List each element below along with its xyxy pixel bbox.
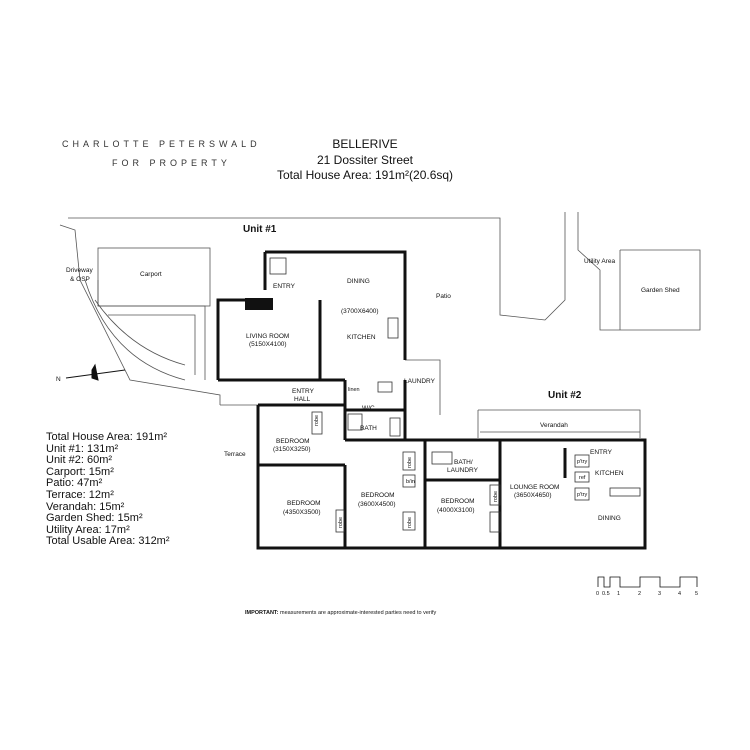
robe-label-2: robe — [338, 517, 344, 528]
area-utility: Utility Area: 17m² — [46, 523, 130, 536]
linen-label: linen — [348, 387, 360, 393]
pantry-label-1: p'try — [577, 459, 587, 465]
bedroom3-dimensions: (3600X4500) — [358, 501, 396, 508]
bath-laundry-label-1: BATH/ — [454, 459, 473, 466]
entry-label: ENTRY — [273, 283, 296, 290]
bin-label: b/in — [406, 479, 415, 485]
patio-label: Patio — [436, 293, 451, 300]
bedroom3-label: BEDROOM — [361, 492, 395, 499]
robe-label-5: robe — [493, 491, 499, 502]
disclaimer-label: IMPORTANT: — [245, 610, 279, 616]
bath-label: BATH — [360, 425, 377, 432]
fireplace — [245, 298, 273, 310]
robe-label-1: robe — [314, 415, 320, 426]
terrace-label: Terrace — [224, 451, 246, 458]
kitchen-label: KITCHEN — [347, 334, 376, 341]
dining-dimensions: (3700X6400) — [341, 308, 379, 315]
dining2-label: DINING — [598, 515, 621, 522]
bath-laundry-label-2: LAUNDRY — [447, 467, 479, 474]
driveway-label-2: & OSP — [70, 276, 90, 283]
lounge-room-dimensions: (3650X4650) — [514, 492, 552, 499]
plan-address: 21 Dossiter Street — [316, 153, 414, 167]
bedroom2-dimensions: (4350X3500) — [283, 509, 321, 516]
scale-0-5: 0.5 — [602, 591, 610, 597]
scale-bar — [597, 576, 698, 588]
area-garden-shed: Garden Shed: 15m² — [46, 512, 143, 525]
verandah-label: Verandah — [540, 422, 568, 429]
scale-1: 1 — [617, 591, 620, 597]
kitchen2-label: KITCHEN — [595, 470, 624, 477]
unit1-walls — [216, 250, 425, 550]
north-arrow — [65, 363, 126, 381]
carport-label: Carport — [140, 271, 162, 278]
entry-hall-label-2: HALL — [294, 396, 311, 403]
driveway-label-1: Driveway — [66, 267, 93, 274]
robe-label-4: robe — [407, 517, 413, 528]
living-room-dimensions: (5150X4100) — [249, 341, 287, 348]
laundry-label: LAUNDRY — [404, 378, 436, 385]
area-carport: Carport: 15m² — [46, 465, 114, 478]
plan-suburb: BELLERIVE — [332, 137, 398, 151]
area-summary: Total House Area: 191m² Unit #1: 131m² U… — [46, 431, 170, 548]
unit2-walls — [423, 438, 647, 550]
plan-total-area: Total House Area: 191m²(20.6sq) — [276, 168, 454, 182]
living-room-label: LIVING ROOM — [246, 333, 289, 340]
north-label: N — [56, 376, 61, 383]
scale-2: 2 — [638, 591, 641, 597]
area-patio: Patio: 47m² — [46, 477, 103, 490]
unit2-label: Unit #2 — [548, 390, 582, 401]
bedroom1-dimensions: (3150X3250) — [273, 446, 311, 453]
scale-4: 4 — [678, 591, 681, 597]
bedroom4-label: BEDROOM — [441, 498, 475, 505]
robe-label-3: robe — [407, 457, 413, 468]
garden-shed-label: Garden Shed — [641, 287, 680, 294]
wc-label: W/C — [362, 405, 375, 412]
disclaimer-note: IMPORTANT: measurements are approximate-… — [245, 610, 436, 616]
area-unit1: Unit #1: 131m² — [46, 442, 119, 455]
bedroom2-label: BEDROOM — [287, 500, 321, 507]
ref-label: ref — [579, 475, 586, 481]
disclaimer-text: measurements are approximate-interested … — [278, 610, 437, 616]
pantry-label-2: p'try — [577, 492, 587, 498]
area-unit2: Unit #2: 60m² — [46, 454, 113, 467]
area-total-usable: Total Usable Area: 312m² — [46, 535, 170, 548]
utility-area-label: Utility Area — [584, 258, 615, 265]
entry-hall-label-1: ENTRY — [292, 388, 315, 395]
area-terrace: Terrace: 12m² — [46, 488, 114, 501]
bedroom4-dimensions: (4000X3100) — [437, 507, 475, 514]
scale-0: 0 — [596, 591, 599, 597]
brand-tagline: FOR PROPERTY — [112, 158, 231, 168]
entry2-label: ENTRY — [590, 449, 613, 456]
brand-name: CHARLOTTE PETERSWALD — [62, 139, 261, 149]
lounge-room-label: LOUNGE ROOM — [510, 484, 559, 491]
area-verandah: Verandah: 15m² — [46, 500, 125, 513]
area-total-house: Total House Area: 191m² — [46, 431, 168, 443]
fixtures — [269, 257, 641, 533]
scale-3: 3 — [658, 591, 661, 597]
dining-label: DINING — [347, 278, 370, 285]
site-boundary-lines — [59, 212, 701, 438]
unit1-label: Unit #1 — [243, 224, 277, 235]
scale-5: 5 — [695, 591, 698, 597]
bedroom1-label: BEDROOM — [276, 438, 310, 445]
